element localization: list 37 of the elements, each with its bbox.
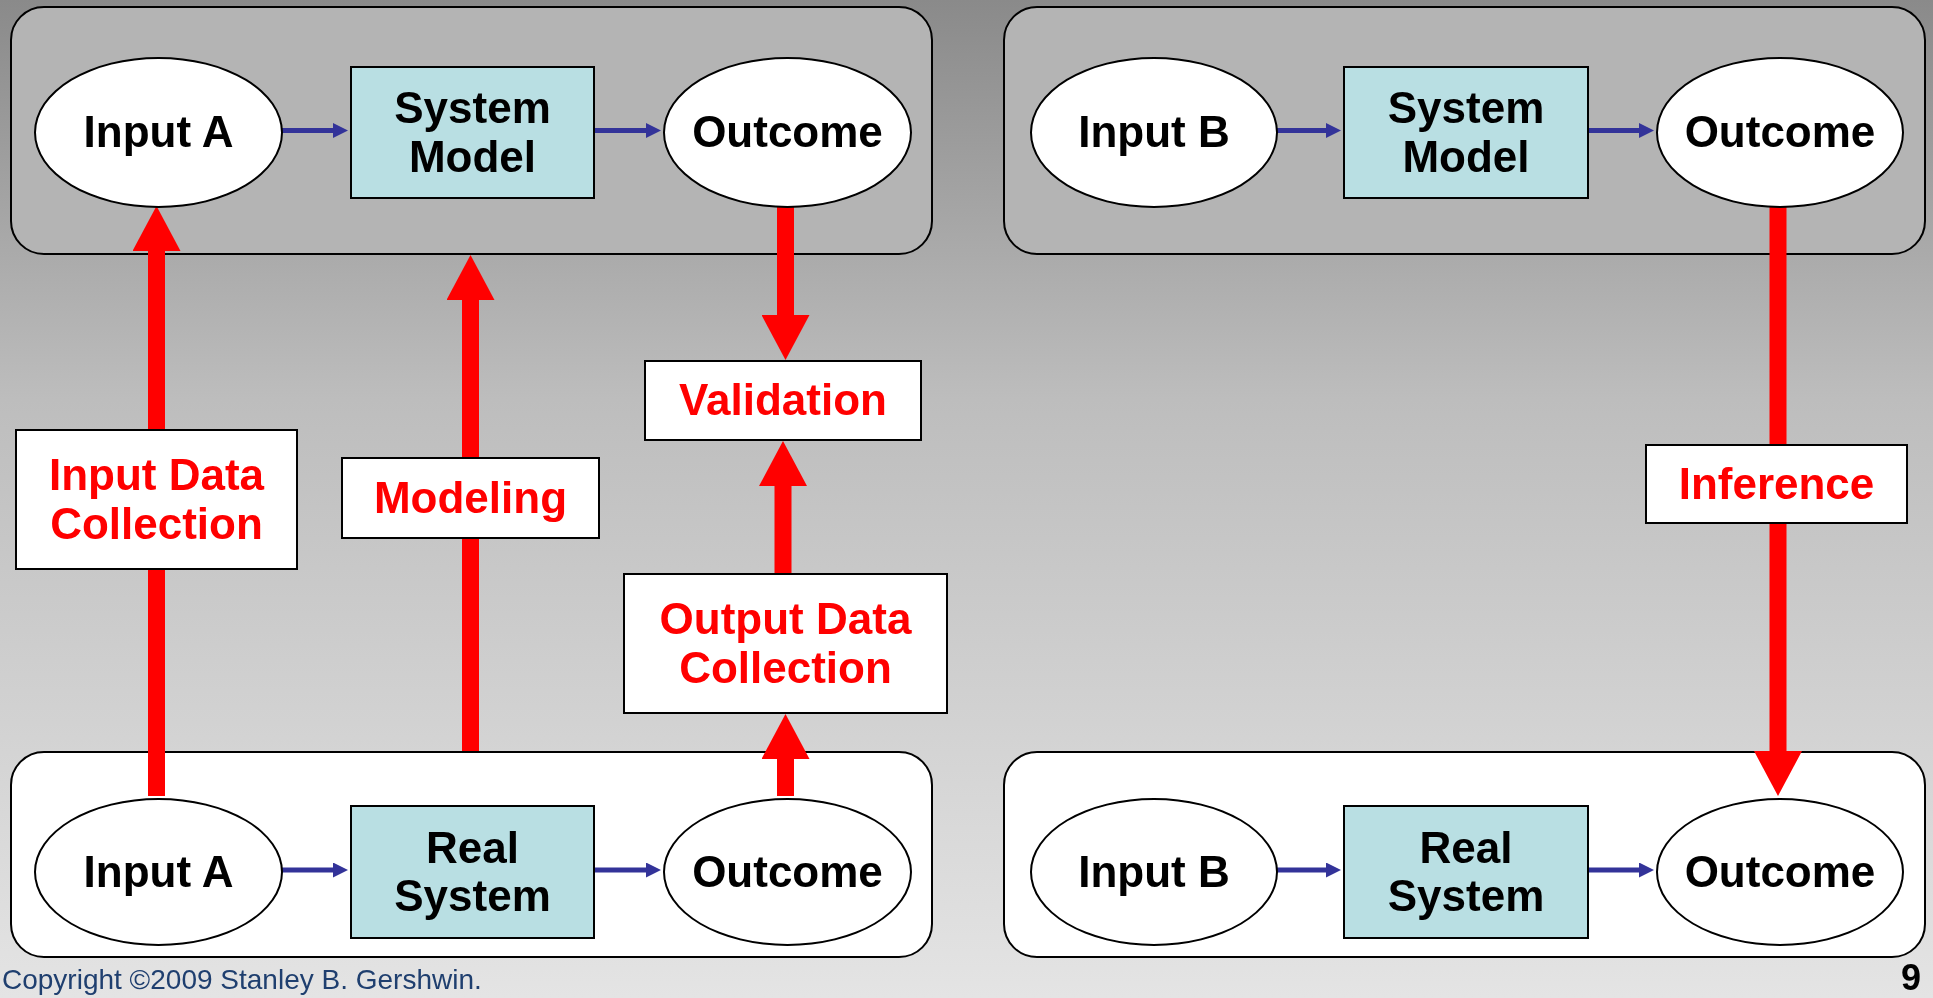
- group-panel: [10, 6, 933, 255]
- ellipse-node: Input B: [1030, 57, 1278, 208]
- ellipse-node: Outcome: [1656, 798, 1904, 946]
- arrow: [761, 206, 810, 360]
- arrow: [1754, 524, 1802, 796]
- arrow: [446, 255, 495, 457]
- ellipse-node: Input A: [34, 798, 283, 946]
- arrow: [761, 714, 810, 796]
- arrow: [593, 123, 661, 138]
- group-panel: [1003, 6, 1926, 255]
- arrow: [1276, 123, 1341, 138]
- process-box: Real System: [1343, 805, 1589, 939]
- ellipse-node: Input B: [1030, 798, 1278, 946]
- process-label-box: Input Data Collection: [15, 429, 298, 570]
- arrow: [1587, 862, 1654, 878]
- arrow: [132, 206, 181, 429]
- process-label-box: Validation: [644, 360, 922, 441]
- ellipse-node: Outcome: [663, 798, 912, 946]
- ellipse-node: Outcome: [663, 57, 912, 208]
- arrow: [759, 441, 807, 573]
- group-panel: [10, 751, 933, 958]
- ellipse-node: Input A: [34, 57, 283, 208]
- arrow: [1587, 123, 1654, 138]
- process-box: System Model: [350, 66, 595, 199]
- arrow: [593, 862, 661, 878]
- page-number: 9: [1900, 958, 1921, 998]
- process-box: Real System: [350, 805, 595, 939]
- ellipse-node: Outcome: [1656, 57, 1904, 208]
- arrow: [281, 123, 348, 138]
- process-label-box: Inference: [1645, 444, 1908, 524]
- copyright-text: Copyright ©2009 Stanley B. Gershwin.: [2, 965, 482, 996]
- process-box: System Model: [1343, 66, 1589, 199]
- arrow: [281, 862, 348, 878]
- group-panel: [1003, 751, 1926, 958]
- arrow: [1276, 862, 1341, 878]
- process-label-box: Output Data Collection: [623, 573, 948, 714]
- process-label-box: Modeling: [341, 457, 600, 539]
